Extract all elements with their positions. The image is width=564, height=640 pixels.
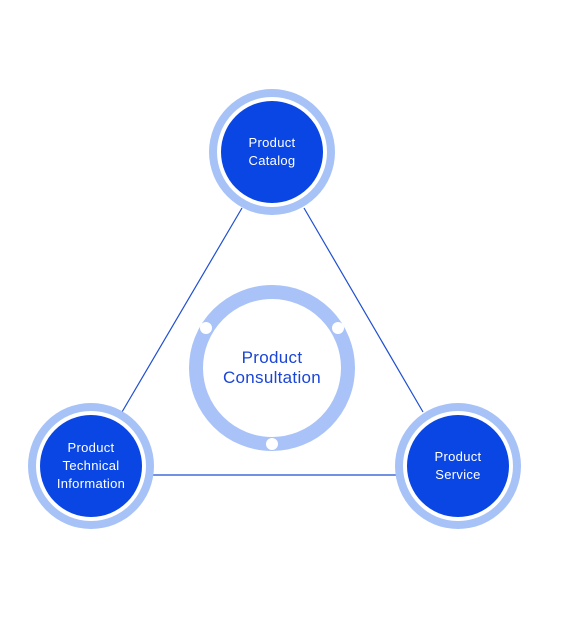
center-label: Product Consultation: [197, 328, 347, 408]
node-catalog-line-1: Product: [248, 135, 296, 150]
center-label-line-2: Consultation: [222, 368, 322, 387]
node-inner-circle: [407, 415, 509, 517]
center-ring-dot: [266, 438, 278, 450]
node-technical-line-3: Information: [56, 476, 126, 491]
center-ring-dot: [200, 322, 212, 334]
node-service-line-2: Service: [435, 467, 481, 482]
node-technical: [28, 403, 154, 529]
node-technical-line-1: Product: [67, 440, 115, 455]
node-inner-circle: [221, 101, 323, 203]
connector-catalog-service: [303, 207, 424, 413]
node-service-line-1: Product: [434, 449, 482, 464]
node-inner-circle: [40, 415, 142, 517]
node-service-label: Product Service: [408, 438, 508, 494]
center-ring-dot: [332, 322, 344, 334]
connector-catalog-technical: [121, 207, 243, 413]
node-catalog: [209, 89, 335, 215]
node-catalog-label: Product Catalog: [222, 122, 322, 182]
node-technical-label: Product Technical Information: [41, 430, 141, 502]
node-technical-line-2: Technical: [62, 458, 120, 473]
node-service: [395, 403, 521, 529]
node-catalog-line-2: Catalog: [248, 153, 296, 168]
center-label-line-1: Product: [241, 348, 303, 367]
